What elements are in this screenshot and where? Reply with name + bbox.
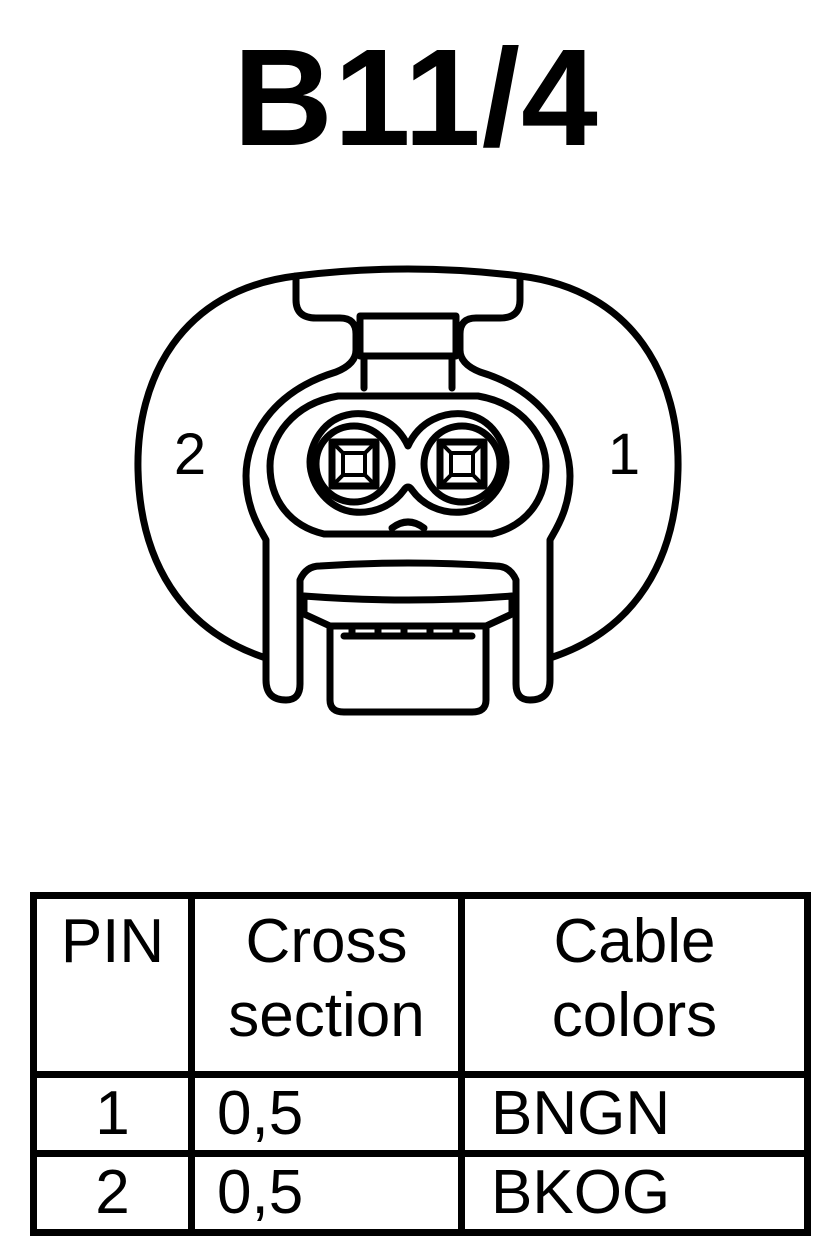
bottom-plug [300,592,516,716]
table-row: 1 0,5 BNGN [30,1071,811,1157]
bottom-ribs [326,622,490,640]
connector-diagram: 2 1 [134,265,682,716]
inner-cavity [266,392,550,538]
pin-2-inner [341,451,367,477]
lower-arch [296,559,520,600]
pin-label-right: 1 [608,422,640,487]
table-row: 2 0,5 BKOG [30,1150,811,1236]
pin-1-inner [449,451,475,477]
pin-1-square [436,438,488,490]
latch-tab [356,312,460,360]
header-cable-colors-line2: colors [551,981,718,1050]
cell-pin: 2 [30,1150,195,1236]
table-header-row: PIN Cross section Cable colors [30,892,811,1078]
cell-cross-section: 0,5 [188,1071,465,1157]
pin-2-square [328,438,380,490]
connector-title: B11/4 [233,21,599,175]
cell-pin: 1 [30,1071,195,1157]
pin-2-diagonals [330,440,378,488]
terminal-notch [388,518,428,532]
header-pin-label: PIN [60,907,165,976]
terminal-ring-1 [420,422,504,506]
housing-outline-left [134,272,300,662]
pin-1-diagonals [438,440,486,488]
header-cable-colors: Cable colors [458,892,811,1078]
terminal-ring-2 [312,422,396,506]
header-cross-section-line2: section [228,981,425,1050]
cell-cross-section: 0,5 [188,1150,465,1236]
pin-assignment-table: PIN Cross section Cable colors 1 0,5 BNG… [30,892,811,1236]
header-pin: PIN [30,892,195,1078]
cell-cable-color: BKOG [458,1150,811,1236]
top-latch-outer [242,272,360,704]
housing-top-edge [292,265,524,280]
pin-label-left: 2 [174,422,206,487]
housing-outline-right [516,272,682,662]
header-cable-colors-line1: Cable [553,907,716,976]
top-latch-outer-right [456,272,574,704]
header-cross-section-line1: Cross [245,907,408,976]
header-cross-section: Cross section [188,892,465,1078]
terminal-sockets-outline [306,410,510,516]
latch-tab-rails [360,352,456,392]
cell-cable-color: BNGN [458,1071,811,1157]
